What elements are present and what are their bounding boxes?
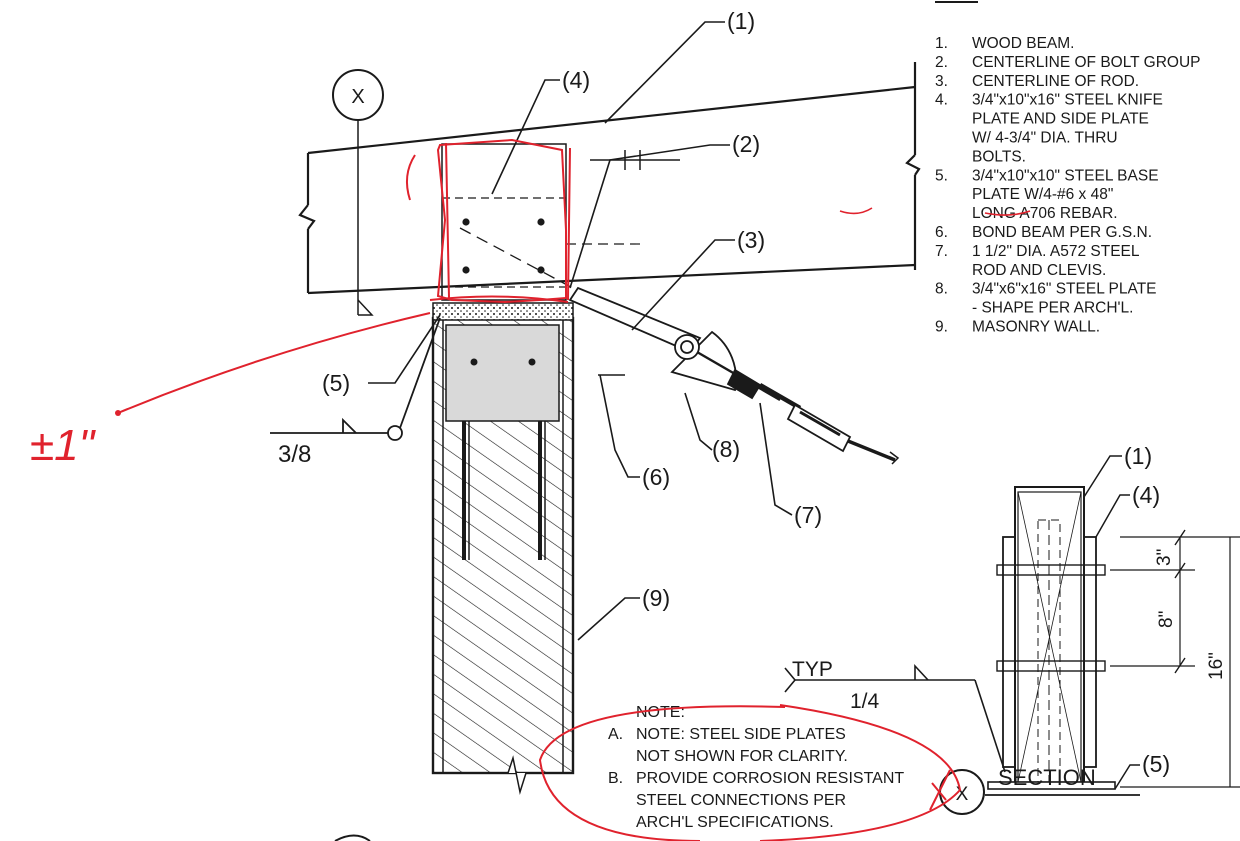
note-b-line-2: STEEL CONNECTIONS PER	[636, 792, 846, 809]
legend-item-8-line-1: 3/4"x6"x16" STEEL PLATE	[972, 281, 1157, 298]
callout-2: (2)	[732, 131, 760, 157]
legend-number-7: 7.	[935, 243, 948, 260]
legend-item-5-line-3: LONG A706 REBAR.	[972, 205, 1118, 222]
legend-item-4-line-4: BOLTS.	[972, 148, 1026, 165]
notes-heading: NOTE:	[636, 704, 685, 721]
weld-symbol-main	[270, 317, 441, 441]
callout-5: (5)	[322, 370, 350, 396]
weld-typ-size: 1/4	[850, 690, 880, 713]
note-b-letter: B.	[608, 770, 623, 787]
note-a-letter: A.	[608, 726, 623, 743]
weld-size-label: 3/8	[278, 441, 311, 468]
section-title: SECTION	[998, 765, 1096, 790]
bolt-group	[462, 218, 545, 274]
wood-beam	[298, 62, 921, 295]
callout-3: (3)	[737, 227, 765, 253]
note-a-line-1: NOTE: STEEL SIDE PLATES	[636, 726, 846, 743]
note-a-line-2: NOT SHOWN FOR CLARITY.	[636, 748, 848, 765]
bond-beam	[445, 324, 560, 560]
partial-marker-bottom	[334, 834, 371, 841]
callout-4: (4)	[562, 67, 590, 93]
callout-6: (6)	[642, 464, 670, 490]
red-markup	[117, 138, 1031, 841]
legend-number-9: 9.	[935, 319, 948, 336]
legend-item-2-line-1: CENTERLINE OF BOLT GROUP	[972, 54, 1201, 71]
legend-number-6: 6.	[935, 224, 948, 241]
legend: 1. WOOD BEAM. 2. CENTERLINE OF BOLT GROUP 3.…	[935, 1, 1201, 336]
base-plate	[432, 302, 574, 321]
legend-item-4-line-2: PLATE AND SIDE PLATE	[972, 111, 1149, 128]
legend-item-4-line-1: 3/4"x10"x16" STEEL KNIFE	[972, 92, 1163, 109]
legend-item-1-line-1: WOOD BEAM.	[972, 35, 1074, 52]
leader-lines	[368, 21, 793, 641]
section-cut-marker: X	[332, 69, 384, 316]
legend-item-7-line-2: ROD AND CLEVIS.	[972, 262, 1106, 279]
note-b-line-1: PROVIDE CORROSION RESISTANT	[636, 770, 904, 787]
dim-8: 8"	[1156, 611, 1177, 628]
callout-7: (7)	[794, 502, 822, 528]
callout-1: (1)	[727, 8, 755, 34]
legend-number-2: 2.	[935, 54, 948, 71]
note-b-line-3: ARCH'L SPECIFICATIONS.	[636, 814, 834, 831]
section-view	[784, 455, 1240, 796]
dim-3: 3"	[1154, 549, 1175, 566]
legend-number-4: 4.	[935, 92, 948, 109]
callout-9: (9)	[642, 585, 670, 611]
legend-item-5-line-2: PLATE W/4-#6 x 48"	[972, 186, 1113, 203]
markup-tolerance: ±1"	[30, 421, 97, 470]
notes-block: NOTE: A. NOTE: STEEL SIDE PLATES NOT SHO…	[608, 704, 904, 831]
legend-item-8-line-2: - SHAPE PER ARCH'L.	[972, 300, 1133, 317]
legend-number-8: 8.	[935, 281, 948, 298]
legend-item-6-line-1: BOND BEAM PER G.S.N.	[972, 224, 1152, 241]
markup-dot	[115, 410, 121, 416]
callout-8: (8)	[712, 436, 740, 462]
section-callout-5: (5)	[1142, 751, 1170, 777]
legend-item-9-line-1: MASONRY WALL.	[972, 319, 1100, 336]
weld-typ-label: TYP	[792, 658, 833, 681]
legend-number-5: 5.	[935, 167, 948, 184]
legend-item-7-line-1: 1 1/2" DIA. A572 STEEL	[972, 243, 1140, 260]
section-callout-1: (1)	[1124, 443, 1152, 469]
legend-number-3: 3.	[935, 73, 948, 90]
svg-text:X: X	[956, 784, 969, 805]
legend-item-4-line-3: W/ 4-3/4" DIA. THRU	[972, 130, 1118, 147]
legend-item-5-line-1: 3/4"x10"x10" STEEL BASE	[972, 167, 1159, 184]
legend-number-1: 1.	[935, 35, 948, 52]
section-marker-label: X	[351, 86, 364, 108]
dim-16: 16"	[1206, 652, 1227, 680]
section-callout-4: (4)	[1132, 482, 1160, 508]
legend-item-3-line-1: CENTERLINE OF ROD.	[972, 73, 1139, 90]
